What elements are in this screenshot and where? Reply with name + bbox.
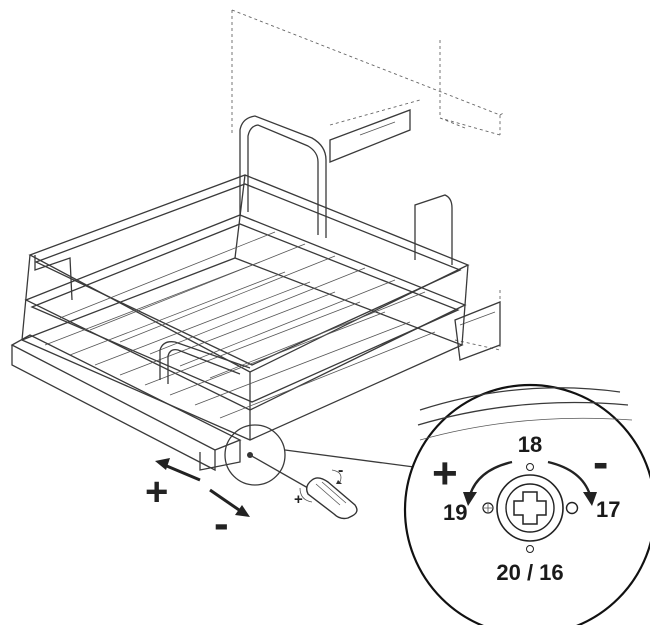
wire-basket <box>10 115 470 472</box>
rotate-minus-sign: - <box>593 436 608 488</box>
value-left: 19 <box>443 500 467 525</box>
slide-plus-sign: + <box>145 470 168 514</box>
position-dot-right <box>565 501 579 515</box>
phillips-head-icon <box>513 491 547 525</box>
rotate-plus-sign: + <box>432 449 458 498</box>
cabinet-outline <box>231 9 506 351</box>
value-top: 18 <box>518 432 542 457</box>
adjustment-detail: + - 18 19 17 20 / 16 <box>403 383 650 630</box>
zoom-source-circle <box>224 424 415 486</box>
value-right: 17 <box>596 497 620 522</box>
screwdriver-minus-label: - <box>338 462 343 479</box>
screwdriver-plus-label: + <box>294 491 303 508</box>
screwdriver: - + <box>249 454 358 520</box>
position-dot-bottom <box>526 545 534 553</box>
slide-direction-arrows: + - <box>145 458 250 548</box>
slide-minus-sign: - <box>214 499 229 548</box>
position-dot-top <box>526 463 534 471</box>
value-bottom: 20 / 16 <box>496 560 563 585</box>
runner-rail <box>329 109 501 361</box>
